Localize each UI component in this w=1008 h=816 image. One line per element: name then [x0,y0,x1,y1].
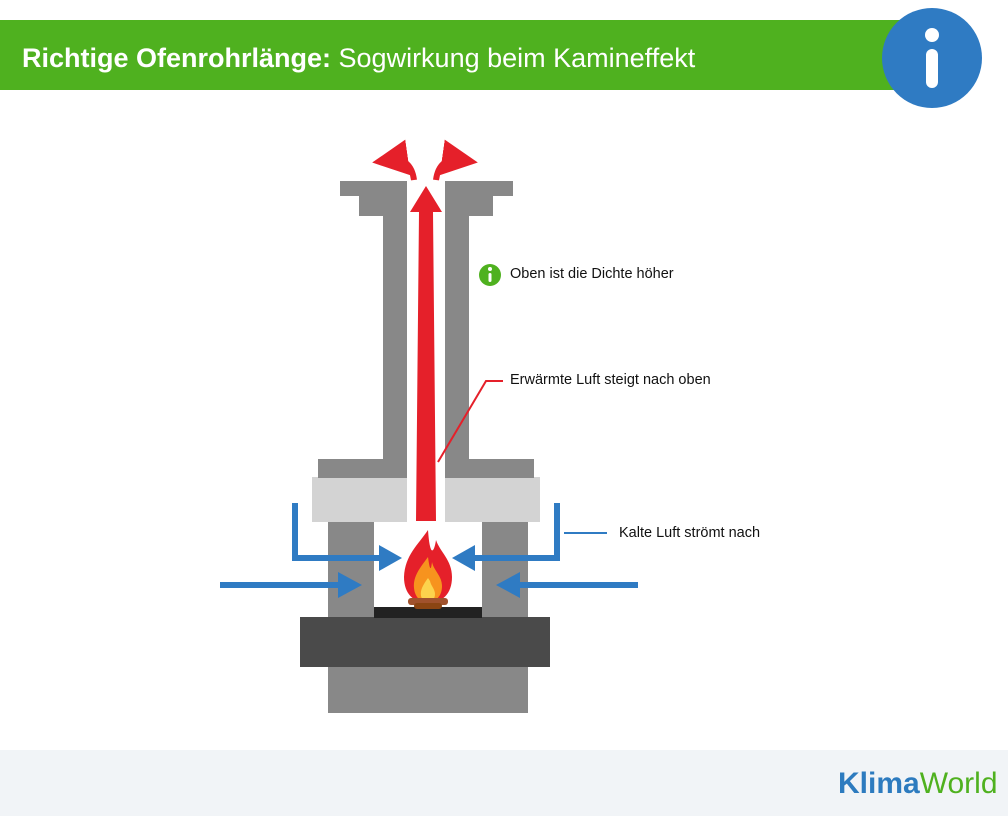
fireplace-base [300,607,550,713]
fireplace-walls [328,521,528,617]
chimney-stack [340,181,513,460]
fire-icon [404,530,452,609]
footer [0,750,1008,816]
mantle [312,459,540,522]
cold-air-label: Kalte Luft strömt nach [619,525,761,541]
cold-air-arrows [220,503,638,588]
header-bar [0,20,905,90]
leader-lines [437,380,607,534]
page-title: Richtige Ofenrohrlänge: Sogwirkung beim … [22,38,695,78]
density-info-icon [479,264,501,286]
title-bold: Richtige Ofenrohrlänge: [22,43,332,73]
outflow-arrows [372,139,478,181]
logo-world: World [919,767,998,800]
title-rest: Sogwirkung beim Kamineffekt [331,43,696,73]
density-label: Oben ist die Dichte höher [510,266,674,282]
logo-klima: Klima [838,767,920,800]
info-icon [882,8,982,108]
warm-air-arrow [410,186,442,521]
cold-air-arrowheads [338,545,520,598]
klimaworld-logo[interactable]: KlimaWorld [838,764,998,804]
warm-air-label: Erwärmte Luft steigt nach oben [510,372,711,388]
